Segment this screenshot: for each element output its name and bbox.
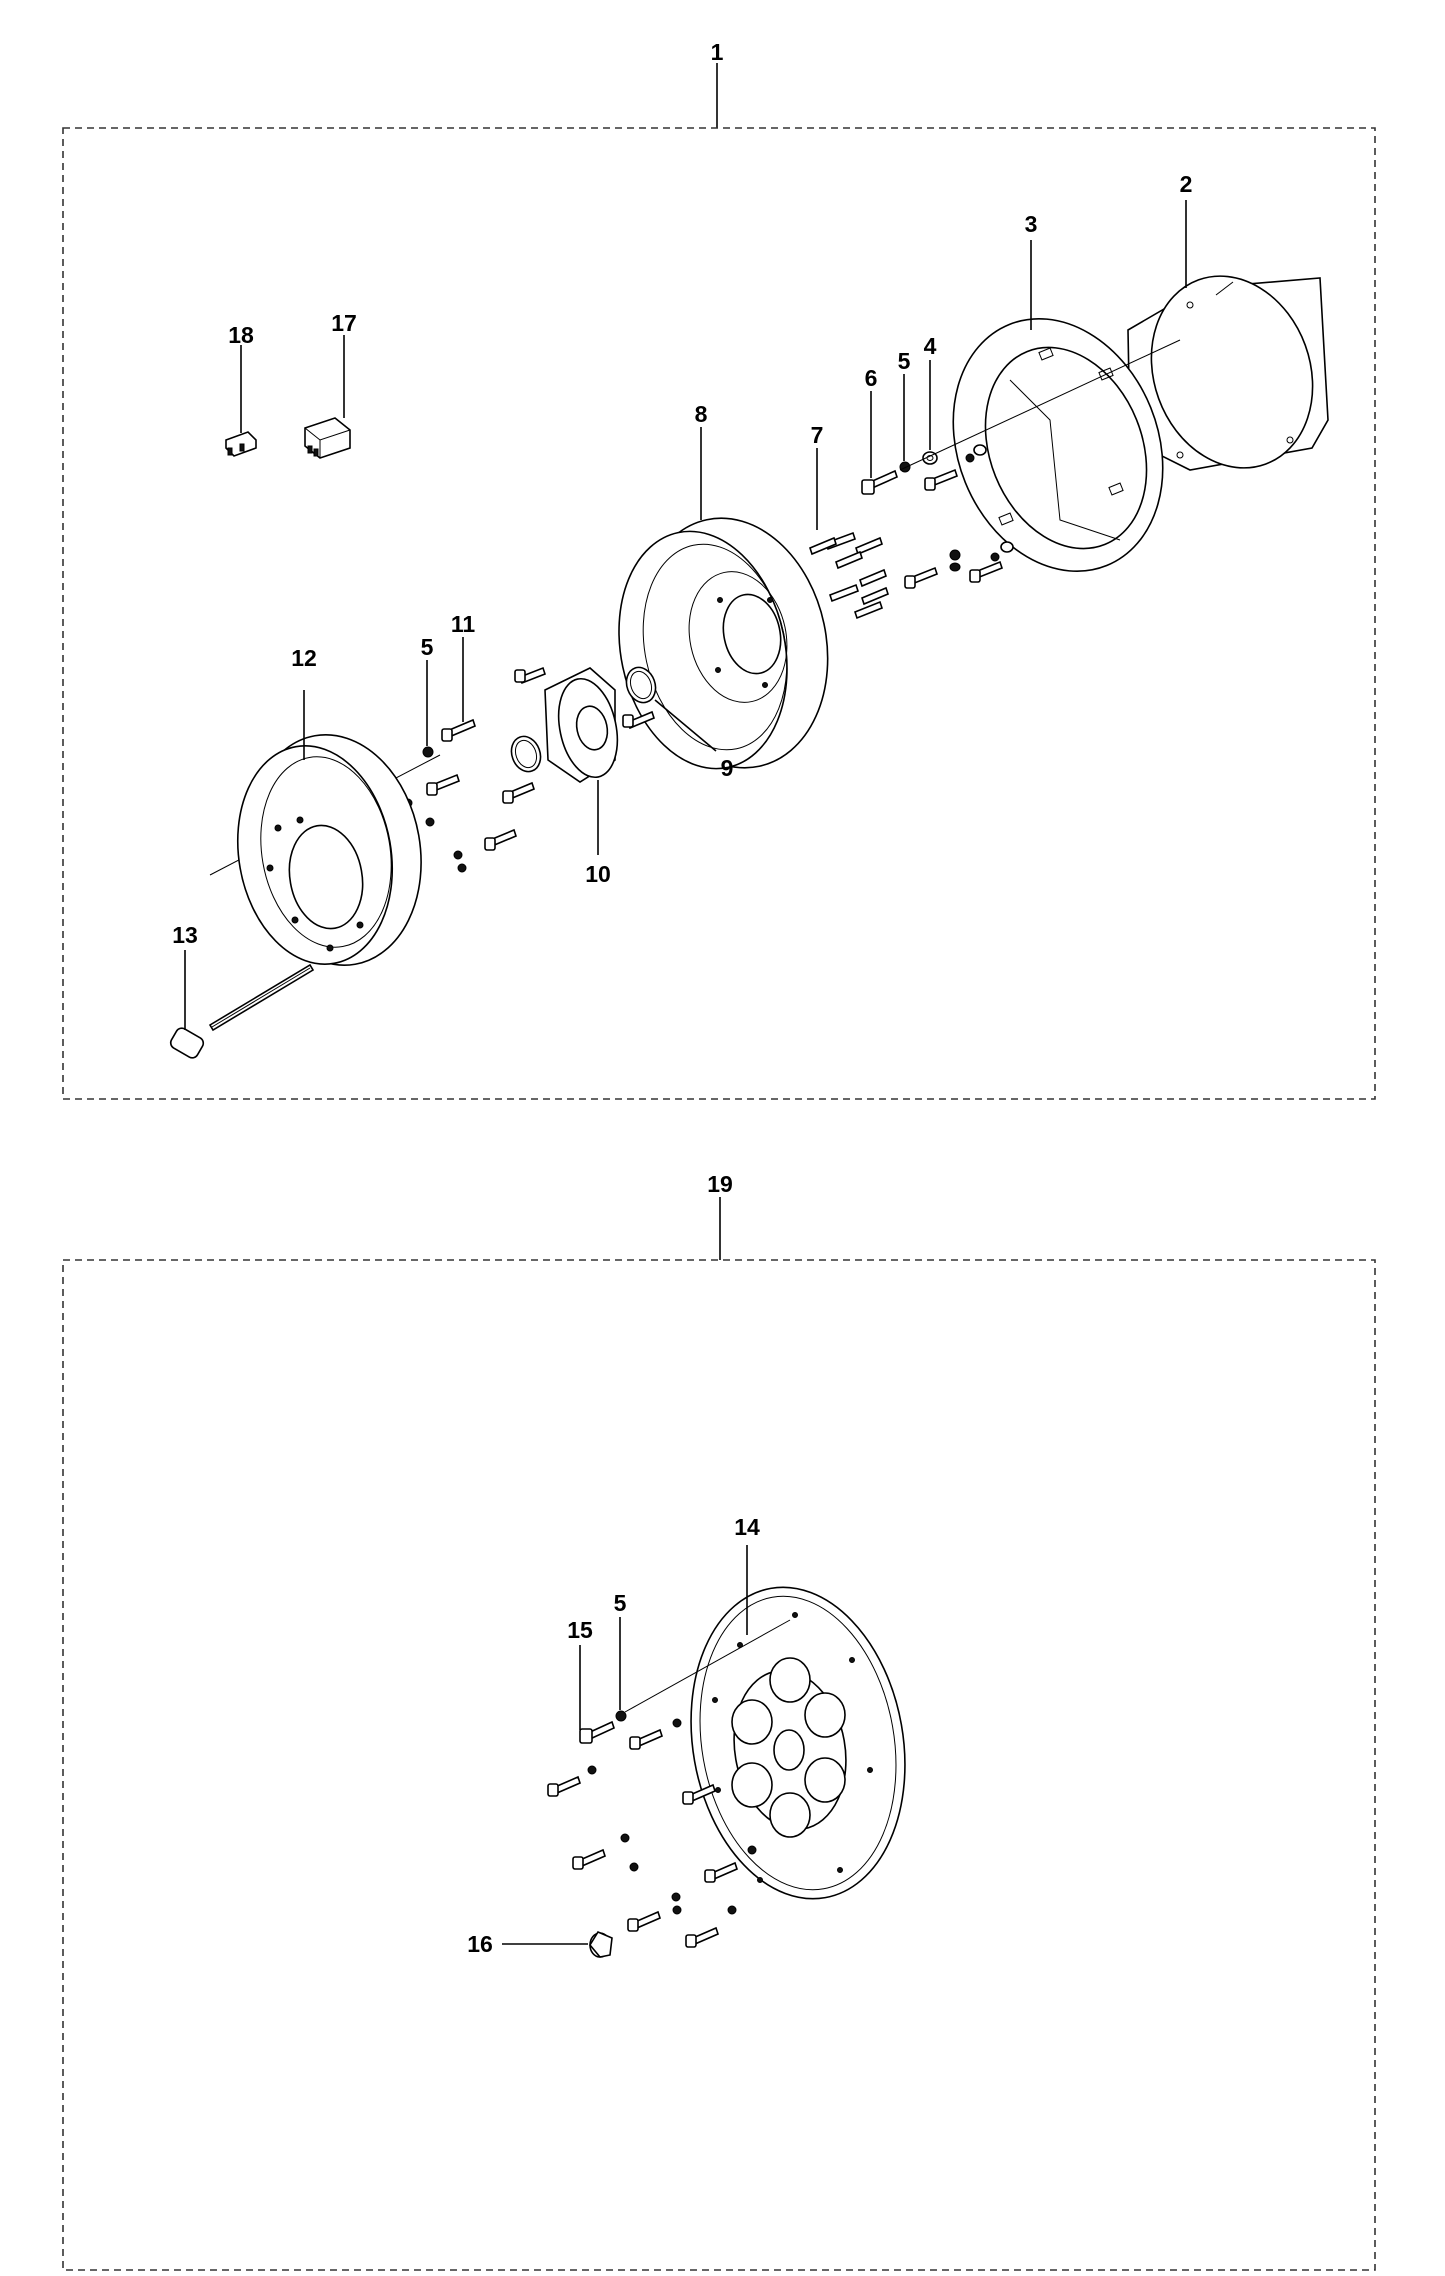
callout-18[interactable]: 18 — [228, 322, 254, 348]
part-3-adapter-ring[interactable] — [917, 287, 1200, 603]
bolt-set-coupling — [547, 1718, 757, 1948]
part-5-lock-washer-c[interactable] — [615, 1710, 627, 1722]
part-7-studs[interactable] — [809, 531, 889, 620]
part-15-bolt[interactable] — [579, 1720, 615, 1744]
assembly-19-frame — [62, 1259, 1376, 2271]
callout-17[interactable]: 17 — [331, 310, 357, 336]
callout-3[interactable]: 3 — [1025, 211, 1038, 237]
part-2-flange-plate[interactable] — [1125, 253, 1339, 491]
part-5-lock-washer-a[interactable] — [899, 461, 911, 473]
callout-8[interactable]: 8 — [695, 401, 708, 427]
callout-13[interactable]: 13 — [172, 922, 198, 948]
callout-5-a[interactable]: 5 — [898, 348, 911, 374]
part-18-fuse[interactable] — [225, 431, 257, 457]
callout-12[interactable]: 12 — [291, 645, 317, 671]
bolt-set-right — [904, 444, 1014, 589]
part-4-washer[interactable] — [922, 451, 938, 465]
callout-15[interactable]: 15 — [567, 1617, 593, 1643]
bolt-set-left — [403, 773, 535, 873]
assembly-1-frame — [62, 127, 1376, 1100]
callout-14[interactable]: 14 — [734, 1514, 760, 1540]
callout-1[interactable]: 1 — [711, 39, 724, 65]
part-14-coupling-disc[interactable] — [667, 1570, 928, 1916]
part-5-lock-washer-b[interactable] — [422, 746, 434, 758]
callout-11[interactable]: 11 — [451, 611, 476, 637]
part-10-hub[interactable] — [507, 666, 655, 783]
assembly-1-group: 1 2 3 4 — [62, 39, 1376, 1100]
callout-10[interactable]: 10 — [585, 861, 611, 887]
part-16-cap[interactable] — [589, 1930, 613, 1958]
axis-line-3 — [624, 1619, 791, 1713]
assembly-19-group: 19 14 15 — [62, 1171, 1376, 2271]
callout-9[interactable]: 9 — [721, 755, 734, 781]
part-11-bolt[interactable] — [441, 718, 476, 742]
callout-7[interactable]: 7 — [811, 422, 824, 448]
part-12-drum[interactable] — [221, 721, 439, 979]
part-9-retaining-ring[interactable] — [622, 663, 661, 706]
part-8-drum[interactable] — [598, 500, 850, 785]
part-13-sensor-cable[interactable] — [169, 963, 315, 1060]
part-6-hex-screw[interactable] — [861, 469, 898, 495]
part-17-relay[interactable] — [304, 417, 351, 459]
callout-5-c[interactable]: 5 — [614, 1590, 627, 1616]
callout-6[interactable]: 6 — [865, 365, 878, 391]
callout-16[interactable]: 16 — [467, 1931, 493, 1957]
callout-19[interactable]: 19 — [707, 1171, 733, 1197]
axis-line-1 — [899, 339, 1181, 471]
callout-2[interactable]: 2 — [1180, 171, 1193, 197]
callout-5-b[interactable]: 5 — [421, 634, 434, 660]
callout-4[interactable]: 4 — [924, 333, 937, 359]
